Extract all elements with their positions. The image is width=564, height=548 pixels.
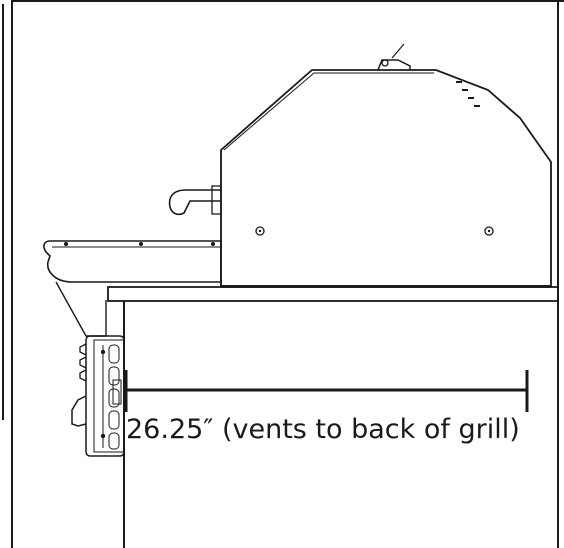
hood-handle xyxy=(168,185,222,216)
dimension-line xyxy=(124,370,529,412)
countertop xyxy=(107,286,559,302)
control-panel xyxy=(71,335,125,457)
hood-thermometer xyxy=(377,43,411,71)
side-shelf xyxy=(43,240,222,337)
grill-hood xyxy=(220,69,552,288)
dimension-label: 26.25″ (vents to back of grill) xyxy=(126,414,520,445)
